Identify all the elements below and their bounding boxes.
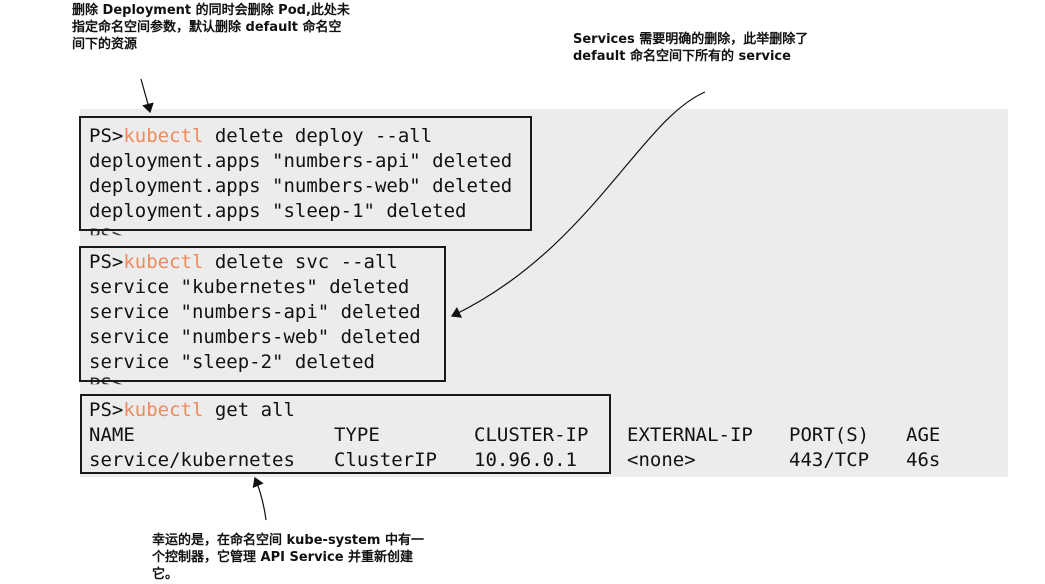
output-line: deployment.apps "sleep-1" deleted [89,200,467,222]
table-cell-age: 46s [906,449,941,471]
highlight-box-deploy [79,116,532,231]
table-cell-name: service/kubernetes [89,449,295,471]
annotation-line: 它。 [152,567,179,582]
command-args: get all [203,399,295,421]
arrow-to-get-all-box [252,476,267,521]
table-header-external-ip: EXTERNAL-IP [627,424,753,446]
output-line: service "numbers-web" deleted [89,326,421,348]
command-line-get-all: PS>kubectl get all [89,398,295,423]
arrow-to-svc-box [450,91,706,318]
annotation-line: default 命名空间下所有的 service [573,49,791,64]
annotation-line: 间下的资源 [72,37,138,52]
annotation-line: Services 需要明确的删除，此举删除了 [573,32,809,47]
table-cell-ports: 443/TCP [789,449,870,471]
annotation-kube-system: 幸运的是，在命名空间 kube-system 中有一 个控制器，它管理 API … [152,532,452,583]
command-args: delete svc --all [203,251,398,273]
annotation-line: 指定命名空间参数，默认删除 default 命名空 [72,20,342,35]
command-line-delete-deploy: PS>kubectl delete deploy --all [89,124,432,149]
prompt: PS> [89,125,124,147]
output-line: deployment.apps "numbers-api" deleted [89,150,513,172]
command-line-delete-svc: PS>kubectl delete svc --all [89,250,398,275]
table-header-age: AGE [906,424,941,446]
prompt: PS> [89,251,124,273]
command-args: delete deploy --all [203,125,433,147]
annotation-service-delete: Services 需要明确的删除，此举删除了 default 命名空间下所有的 … [573,31,858,65]
output-line: service "sleep-2" deleted [89,351,375,373]
table-header-cluster-ip: CLUSTER-IP [474,424,589,446]
kubectl-keyword: kubectl [123,251,204,273]
table-cell-cluster-ip: 10.96.0.1 [474,449,577,471]
kubectl-keyword: kubectl [123,125,204,147]
output-line: deployment.apps "numbers-web" deleted [89,175,513,197]
table-cell-external-ip: <none> [627,449,696,471]
annotation-line: 个控制器，它管理 API Service 并重新创建 [152,550,414,565]
prompt-partial: PS> [89,373,123,384]
output-line: service "numbers-api" deleted [89,301,421,323]
terminal-panel [80,109,1008,477]
table-header-ports: PORT(S) [789,424,870,446]
highlight-box-get-all [80,394,611,474]
table-header-name: NAME [89,424,135,446]
arrow-to-deploy-box [140,78,154,114]
table-cell-type: ClusterIP [334,449,437,471]
prompt: PS> [89,399,124,421]
annotation-line: 删除 Deployment 的同时会删除 Pod,此处未 [72,3,350,18]
output-line: service "kubernetes" deleted [89,276,410,298]
kubectl-keyword: kubectl [123,399,204,421]
annotation-line: 幸运的是，在命名空间 kube-system 中有一 [152,533,424,548]
annotation-deploy-delete: 删除 Deployment 的同时会删除 Pod,此处未 指定命名空间参数，默认… [72,2,372,53]
table-header-type: TYPE [334,424,380,446]
highlight-box-svc [79,246,446,382]
